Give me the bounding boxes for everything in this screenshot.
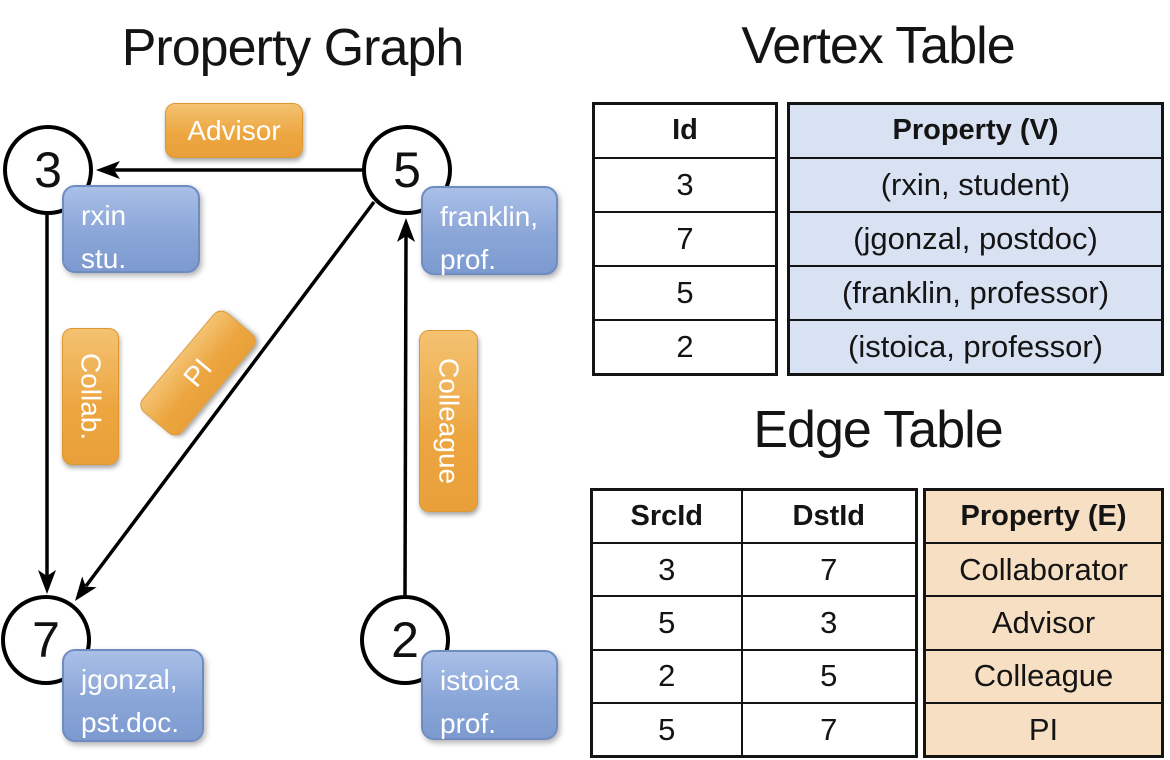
vertex-node-5-id: 5 [393,142,421,198]
vertex-id-cell: 2 [592,319,778,376]
vertex-table-id-column: Id 3 7 5 2 [592,102,778,376]
table-row: Collaborator [923,541,1164,598]
table-row: (jgonzal, postdoc) [787,210,1164,268]
edge-table-id-columns: SrcId DstId 3 7 5 3 2 5 5 7 [590,488,918,758]
edge-srcid-cell: 3 [590,541,743,598]
table-row: 2 [592,319,778,376]
property-graph-title: Property Graph [121,19,465,77]
table-row: PI [923,702,1164,758]
edge-table-property-column: Property (E) Collaborator Advisor Collea… [923,488,1164,758]
edge-label-pi-text: PI [177,352,218,393]
edge-property-cell: PI [923,702,1164,758]
edge-pi-arrowhead [75,576,97,601]
vertex-property-cell: (istoica, professor) [787,319,1164,376]
table-row: 7 [592,210,778,268]
edge-property-cell: Advisor [923,595,1164,651]
table-header-row: Id [592,102,778,159]
vertex-node-3-id: 3 [34,142,62,198]
edge-advisor-arrowhead [96,161,120,179]
vertex-property-line: stu. [81,242,127,274]
vertex-property-line: istoica [440,665,520,696]
table-header-row: Property (V) [787,102,1164,159]
table-row: 2 5 [590,648,918,705]
vertex-property-line: prof. [440,243,497,275]
vertex-property-box-rxin: rxin stu. [62,185,200,274]
edge-srcid-cell: 5 [590,595,743,651]
table-header-row: Property (E) [923,488,1164,544]
graph-edges-svg [38,161,415,601]
edge-dstid-cell: 3 [740,595,918,651]
edge-srcid-cell: 2 [590,648,743,705]
edge-label-advisor: Advisor [165,103,303,158]
edge-property-cell: Colleague [923,648,1164,705]
vertex-id-cell: 5 [592,265,778,322]
table-row: (franklin, professor) [787,265,1164,322]
edge-label-colleague: Colleague [419,330,478,512]
edge-label-colleague-text: Colleague [433,357,465,485]
vertex-property-line: rxin [81,200,127,231]
table-row: Colleague [923,648,1164,705]
vertex-property-line: jgonzal, [81,664,178,695]
vertex-property-line: franklin, [440,201,539,232]
vertex-table-property-column: Property (V) (rxin, student) (jgonzal, p… [787,102,1164,376]
edge-srcid-cell: 5 [590,702,743,758]
table-header-row: SrcId DstId [590,488,918,544]
vertex-table-property-header: Property (V) [787,102,1164,159]
vertex-property-line: pst.doc. [81,706,180,738]
table-row: 5 7 [590,702,918,758]
vertex-table-id-header: Id [592,102,778,159]
edge-colleague-arrowhead [397,218,415,242]
table-row: 5 [592,265,778,322]
table-row: 5 3 [590,595,918,651]
edge-label-collab-text: Collab. [75,352,107,441]
edge-table-title: Edge Table [753,401,1003,459]
table-row: 3 7 [590,541,918,598]
vertex-id-cell: 3 [592,156,778,213]
vertex-property-box-franklin: franklin, prof. [421,186,558,275]
vertex-property-cell: (franklin, professor) [787,265,1164,322]
edge-table-srcid-header: SrcId [590,488,743,544]
vertex-property-box-jgonzal: jgonzal, pst.doc. [62,649,204,742]
vertex-table-title: Vertex Table [741,17,1015,75]
edge-dstid-cell: 7 [740,702,918,758]
vertex-property-box-istoica: istoica prof. [421,650,558,740]
table-row: (rxin, student) [787,156,1164,213]
vertex-node-2: 2 [360,595,450,685]
vertex-property-cell: (jgonzal, postdoc) [787,210,1164,268]
edge-label-collab: Collab. [62,328,119,465]
table-row: Advisor [923,595,1164,651]
edge-collab-arrowhead [38,570,56,594]
edge-property-cell: Collaborator [923,541,1164,598]
table-row: (istoica, professor) [787,319,1164,376]
vertex-property-cell: (rxin, student) [787,156,1164,213]
edge-table-dstid-header: DstId [740,488,918,544]
edge-table-property-header: Property (E) [923,488,1164,544]
vertex-node-2-id: 2 [391,612,419,668]
vertex-id-cell: 7 [592,210,778,268]
vertex-property-line: prof. [440,707,497,739]
edge-dstid-cell: 7 [740,541,918,598]
vertex-node-7-id: 7 [32,612,60,668]
edge-label-advisor-text: Advisor [187,114,281,146]
edge-colleague-line [403,233,408,598]
edge-dstid-cell: 5 [740,648,918,705]
edge-pi-line [84,200,376,588]
table-row: 3 [592,156,778,213]
